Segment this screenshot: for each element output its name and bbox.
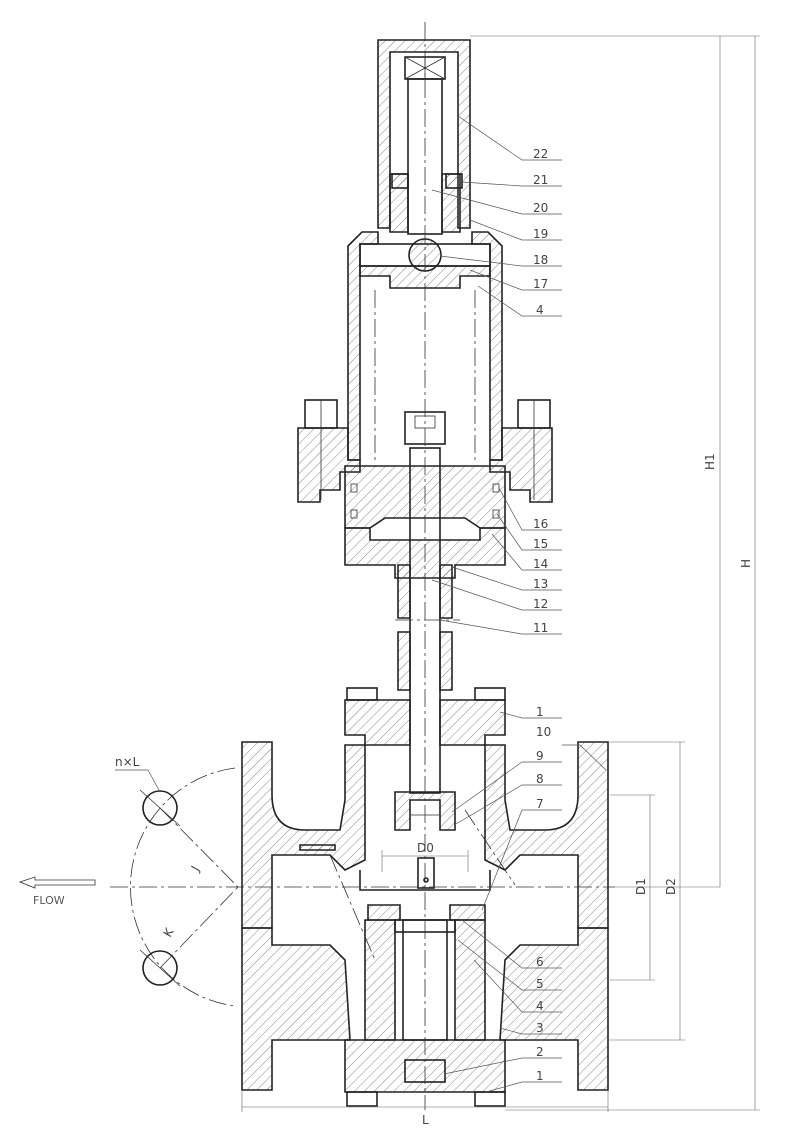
valve-body: [241, 741, 609, 1091]
part-number-labels: 22 21 20 19 18 17 4 16 15 14 13 12 11 1 …: [533, 147, 551, 1083]
dim-label-h: H: [739, 559, 753, 568]
part-label: 17: [533, 277, 548, 291]
cap-assembly: [377, 39, 471, 235]
part-label: 21: [533, 173, 548, 187]
flow-label: FLOW: [33, 894, 65, 907]
center-lines: [110, 22, 615, 1110]
part-label: 7: [536, 797, 544, 811]
dimension-labels: H1 H D1 D2 D0 L n×L J K FLOW: [33, 453, 753, 1127]
part-label: 6: [536, 955, 544, 969]
dim-label-d1: D1: [634, 878, 648, 895]
bolt-hole-view: [115, 767, 239, 1007]
part-label: 2: [536, 1045, 544, 1059]
dim-label-h1: H1: [703, 453, 717, 470]
part-label: 5: [536, 977, 544, 991]
dimension-lines: [241, 35, 760, 1112]
part-label: 1: [536, 705, 544, 719]
part-label: 4: [536, 999, 544, 1013]
part-label: 12: [533, 597, 548, 611]
part-label: 8: [536, 772, 544, 786]
part-label: 15: [533, 537, 548, 551]
part-label: 20: [533, 201, 548, 215]
part-label: 1: [536, 1069, 544, 1083]
part-label: 13: [533, 577, 548, 591]
dim-label-d2: D2: [664, 878, 678, 895]
leader-lines: [431, 115, 607, 1093]
dim-label-angle-k: K: [160, 925, 177, 940]
part-label: 10: [536, 725, 551, 739]
dim-label-bolt-holes: n×L: [115, 755, 140, 769]
dim-label-angle-j: J: [188, 863, 202, 874]
flow-arrow: [18, 876, 96, 889]
part-label: 16: [533, 517, 548, 531]
part-label: 19: [533, 227, 548, 241]
dim-label-l: L: [422, 1113, 429, 1127]
part-label: 22: [533, 147, 548, 161]
part-label: 9: [536, 749, 544, 763]
part-label: 4: [536, 303, 544, 317]
part-label: 11: [533, 621, 548, 635]
part-label: 14: [533, 557, 548, 571]
part-label: 18: [533, 253, 548, 267]
dim-label-d0: D0: [417, 841, 434, 855]
part-label: 3: [536, 1021, 544, 1035]
